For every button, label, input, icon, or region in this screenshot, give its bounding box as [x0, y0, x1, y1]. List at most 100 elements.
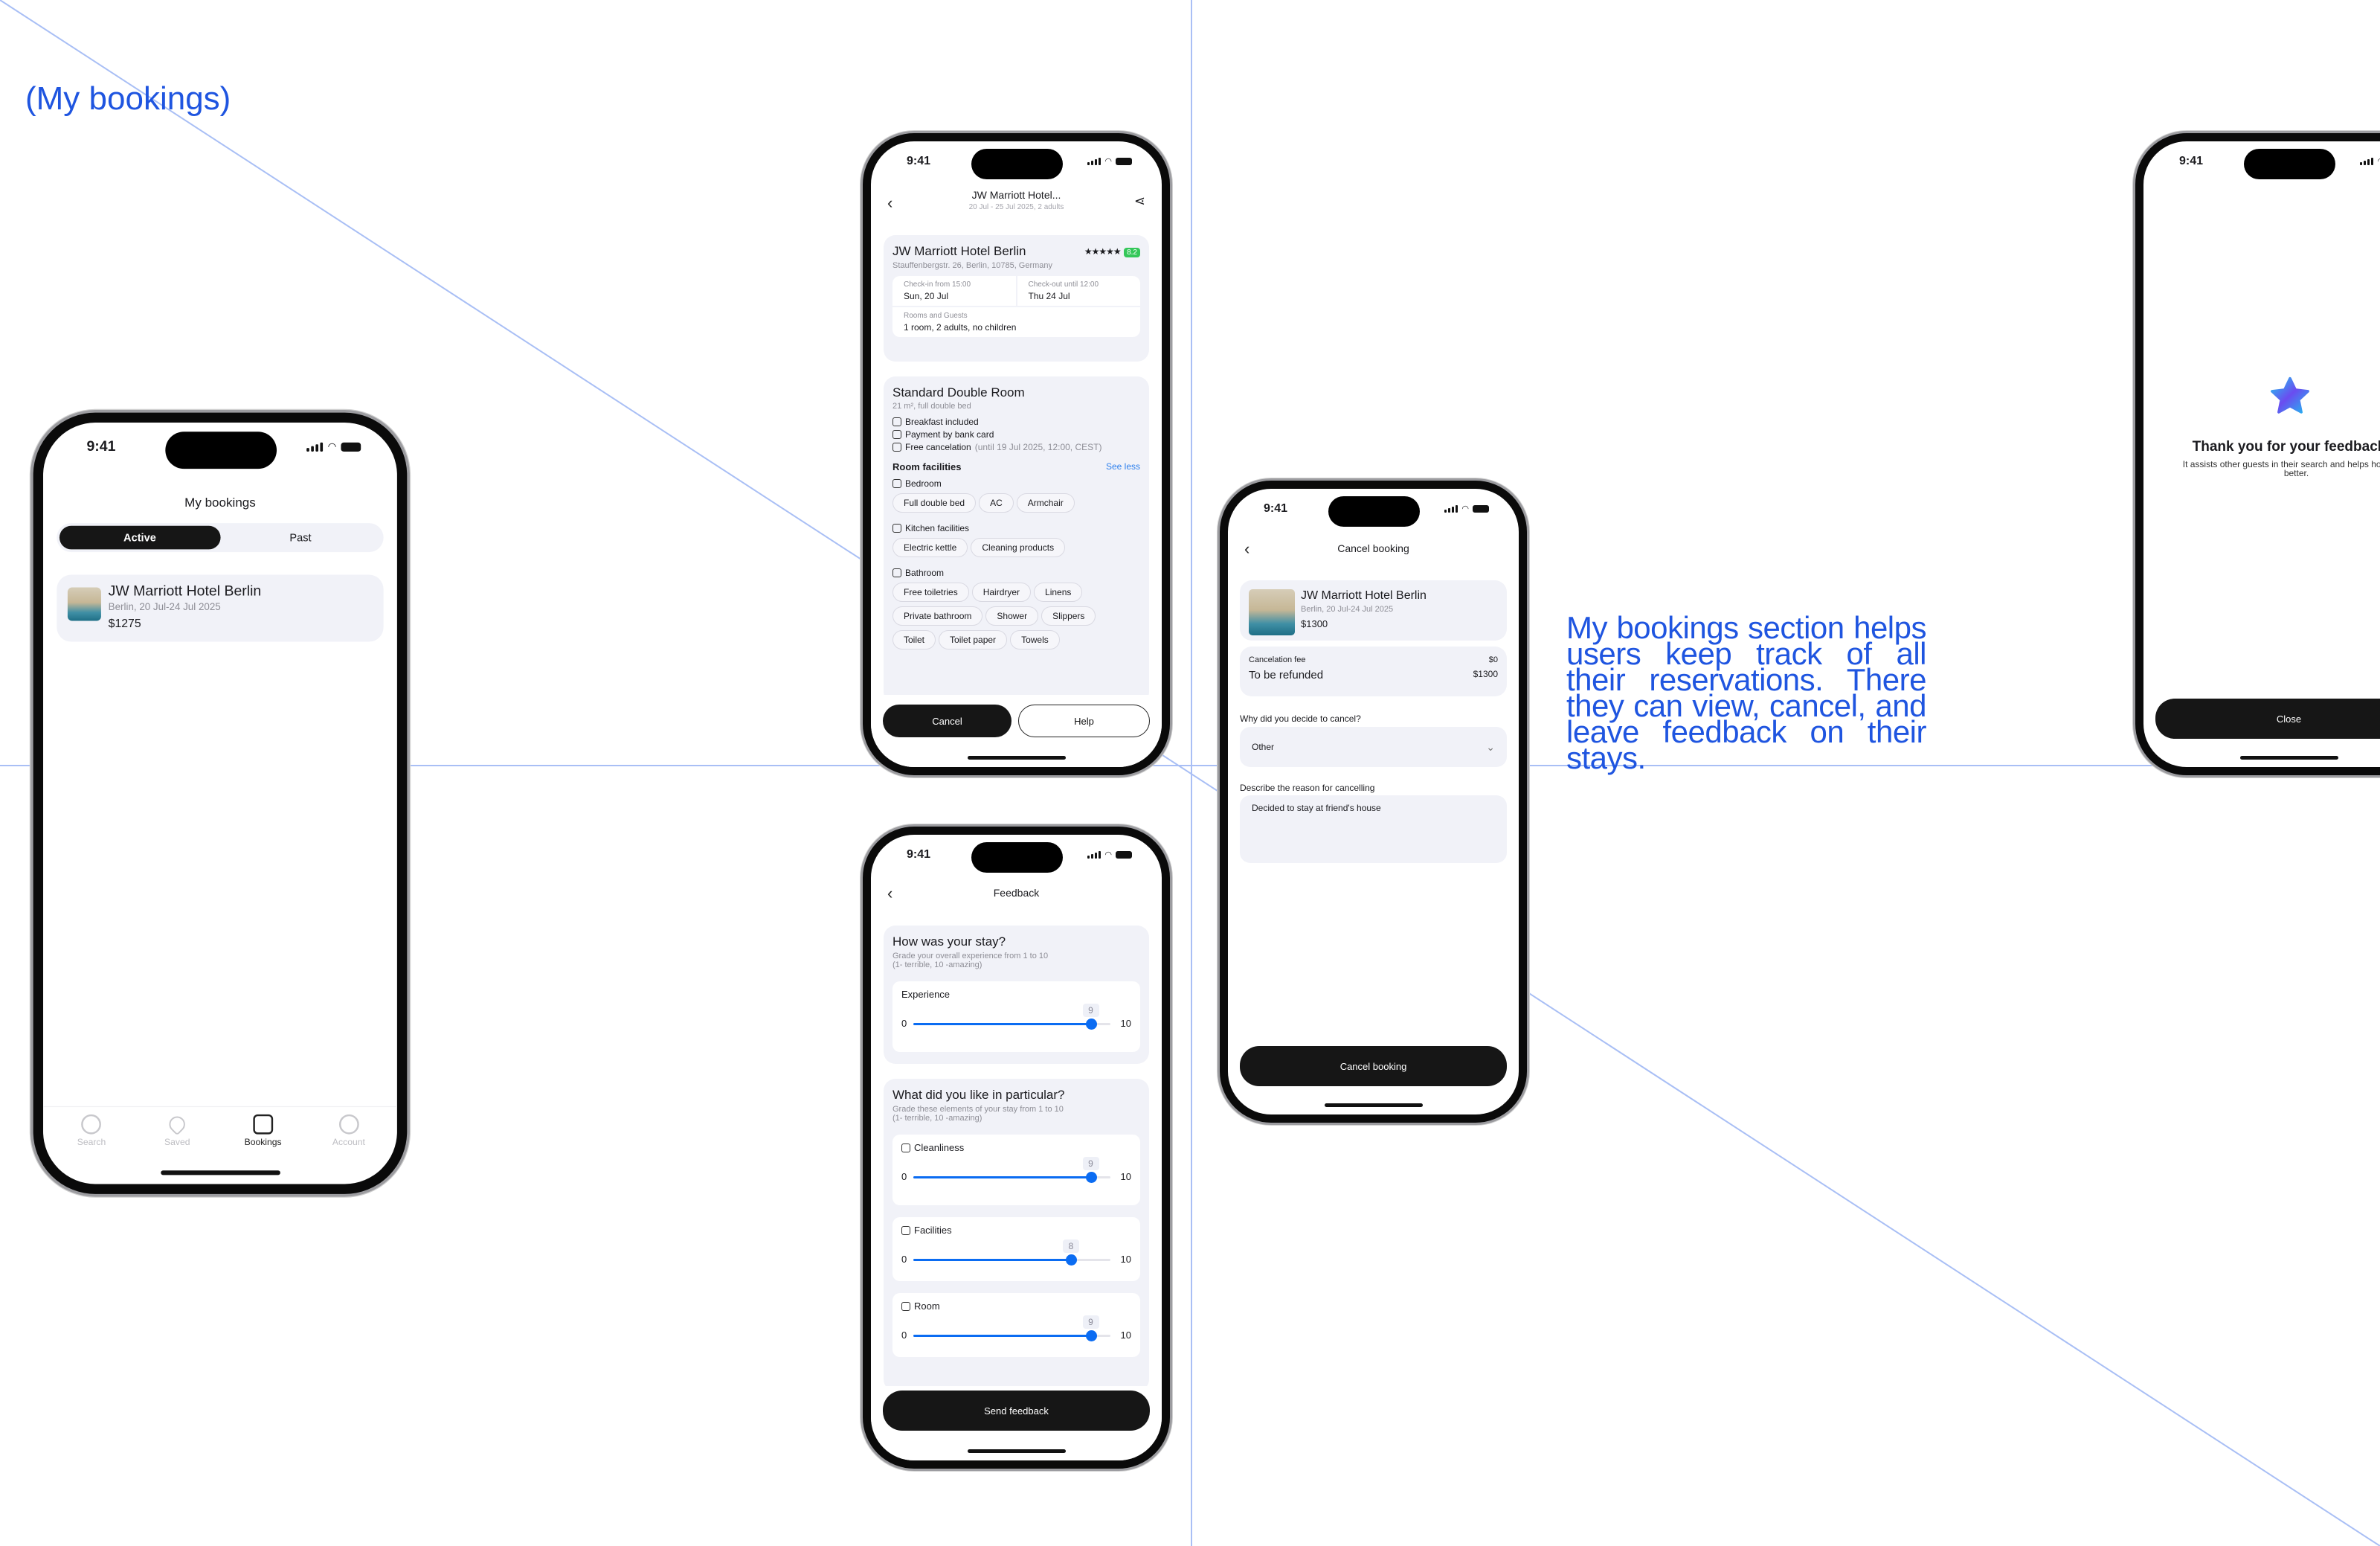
hotel-info-card: JW Marriott Hotel Berlin ★★★★★ 8.2 Stauf… [884, 235, 1149, 362]
chip: Linens [1034, 583, 1083, 602]
signal-icon [1087, 157, 1101, 165]
status-time: 9:41 [86, 438, 116, 455]
chip: Free toiletries [892, 583, 969, 602]
cancel-button[interactable]: Cancel [883, 705, 1012, 737]
phone-my-bookings: 9:41 ◠ My bookings Active Past JW Marrio… [30, 410, 410, 1197]
refund-value: $1300 [1473, 669, 1498, 679]
screen: 9:41 ◠ ‹ Feedback How was your stay? Gra… [871, 835, 1162, 1460]
chip: Private bathroom [892, 606, 983, 626]
hotel-thumbnail [1249, 589, 1295, 635]
booking-card[interactable]: JW Marriott Hotel Berlin Berlin, 20 Jul-… [57, 574, 384, 642]
thank-you-subtitle: It assists other guests in their search … [2182, 459, 2380, 478]
chip: Shower [985, 606, 1039, 626]
slider-label: Cleanliness [914, 1142, 965, 1153]
bookings-icon [253, 1114, 274, 1135]
signal-icon [306, 442, 324, 452]
share-icon[interactable]: ⋖ [1133, 193, 1145, 208]
chip: Towels [1010, 630, 1060, 649]
status-icons: ◠ [1087, 156, 1132, 166]
cancel-booking-button[interactable]: Cancel booking [1240, 1046, 1507, 1086]
rating-badge: 8.2 [1124, 248, 1140, 257]
reason-textarea[interactable]: Decided to stay at friend's house [1240, 795, 1507, 863]
kitchen-icon [892, 524, 901, 533]
tv-icon [901, 1225, 910, 1235]
screen: 9:41 ◠ ‹ Cancel booking JW Marriott Hote… [1228, 489, 1519, 1114]
signal-icon [2360, 157, 2374, 165]
question-hint: Grade your overall experience from 1 to … [892, 952, 1049, 960]
booking-price: $1300 [1301, 618, 1328, 629]
phone-feedback: 9:41 ◠ ‹ Feedback How was your stay? Gra… [861, 824, 1172, 1471]
tab-past[interactable]: Past [289, 531, 312, 545]
signal-icon [1087, 850, 1101, 859]
chip: Hairdryer [971, 583, 1032, 602]
nav-search[interactable]: Search [48, 1114, 134, 1148]
heart-icon [166, 1113, 189, 1136]
slider-thumb[interactable] [1085, 1330, 1097, 1341]
dynamic-island [971, 842, 1063, 873]
slider-value: 8 [1063, 1239, 1079, 1253]
guests-value: 1 room, 2 adults, no children [904, 322, 1017, 333]
question-overall: How was your stay? [892, 934, 1006, 949]
slider-thumb[interactable] [1066, 1254, 1077, 1266]
close-button[interactable]: Close [2155, 699, 2380, 739]
page-title: Cancel booking [1337, 542, 1409, 554]
checkin-label: Check-in from 15:00 [904, 280, 971, 289]
reason-text: Decided to stay at friend's house [1252, 803, 1381, 813]
send-feedback-button[interactable]: Send feedback [883, 1391, 1150, 1431]
dynamic-island [971, 149, 1063, 179]
help-button[interactable]: Help [1018, 705, 1150, 737]
reason-select[interactable]: Other⌄ [1240, 727, 1507, 767]
header-subtitle: 20 Jul - 25 Jul 2025, 2 adults [968, 203, 1064, 211]
battery-icon [1116, 157, 1132, 165]
status-time: 9:41 [907, 848, 931, 861]
slider-value: 9 [1082, 1315, 1099, 1329]
booking-price: $1275 [108, 616, 141, 630]
chip: Slippers [1041, 606, 1096, 626]
wifi-icon: ◠ [1461, 504, 1469, 513]
phone-cancel-booking: 9:41 ◠ ‹ Cancel booking JW Marriott Hote… [1218, 478, 1529, 1125]
group-kitchen: Kitchen facilities [905, 523, 970, 533]
tab-active[interactable]: Active [59, 525, 220, 550]
home-indicator [160, 1170, 280, 1175]
group-bathroom: Bathroom [905, 568, 945, 578]
feature-breakfast: Breakfast included [905, 417, 979, 427]
back-button[interactable]: ‹ [887, 193, 893, 212]
nav-account[interactable]: Account [306, 1114, 391, 1148]
nav-saved[interactable]: Saved [135, 1113, 220, 1148]
home-indicator [967, 1449, 1066, 1453]
back-button[interactable]: ‹ [887, 884, 893, 902]
refund-card: Cancelation fee$0 To be refunded$1300 [1240, 647, 1507, 696]
phone-thank-you: 9:41 ◠ Thank you for your feedback It as… [2133, 131, 2380, 777]
back-button[interactable]: ‹ [1244, 539, 1250, 558]
slider-label: Facilities [914, 1225, 952, 1236]
booking-details: Berlin, 20 Jul-24 Jul 2025 [108, 602, 221, 613]
slider-thumb[interactable] [1085, 1172, 1097, 1183]
see-less-link[interactable]: See less [1105, 461, 1140, 472]
wifi-icon: ◠ [2377, 156, 2380, 166]
particular-card: What did you like in particular? Grade t… [884, 1079, 1149, 1391]
slider-label: Room [914, 1300, 940, 1312]
hotel-name: JW Marriott Hotel Berlin [1301, 589, 1427, 602]
chip: AC [979, 493, 1014, 513]
chip: Electric kettle [892, 538, 968, 557]
booking-hotel-name: JW Marriott Hotel Berlin [108, 583, 262, 600]
feature-cancelation: Free cancelation [905, 442, 971, 452]
thank-you-title: Thank you for your feedback [2192, 439, 2380, 455]
slider-thumb[interactable] [1085, 1019, 1097, 1030]
booking-details: Berlin, 20 Jul-24 Jul 2025 [1301, 605, 1394, 614]
chip: Toilet paper [939, 630, 1008, 649]
question-hint: Grade these elements of your stay from 1… [892, 1105, 1064, 1114]
signal-icon [1444, 504, 1458, 513]
status-icons: ◠ [2360, 156, 2380, 166]
screen: 9:41 ◠ ‹ JW Marriott Hotel...20 Jul - 25… [871, 141, 1162, 767]
header-title: JW Marriott Hotel... [971, 189, 1061, 201]
room-title: Standard Double Room [892, 385, 1025, 400]
screen: 9:41 ◠ My bookings Active Past JW Marrio… [43, 423, 397, 1184]
nav-bookings[interactable]: Bookings [220, 1114, 306, 1148]
cancel-deadline: (until 19 Jul 2025, 12:00, CEST) [974, 442, 1102, 452]
dynamic-island [1328, 496, 1420, 527]
question-particular: What did you like in particular? [892, 1088, 1065, 1102]
